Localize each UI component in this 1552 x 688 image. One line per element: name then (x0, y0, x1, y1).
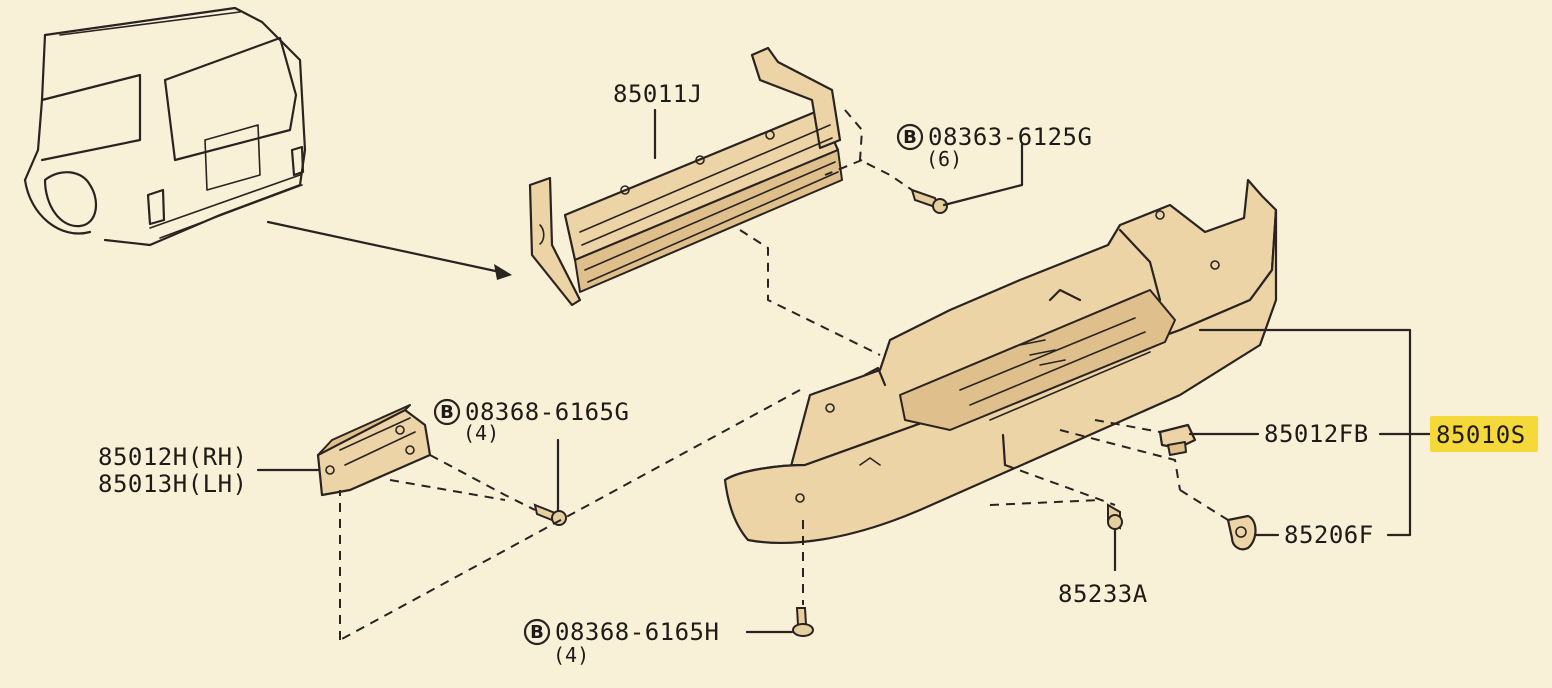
qty-bolt-bottom: (4) (553, 643, 589, 667)
label-85010s: 85010S (1436, 421, 1526, 449)
label-85206f: 85206F (1284, 521, 1374, 549)
bolt-small-85233A (1107, 503, 1123, 572)
rear-bumper-assembly (723, 178, 1278, 544)
vehicle-rear-sketch (23, 6, 307, 247)
bolt-mid (533, 503, 567, 526)
bolt-top (910, 188, 948, 214)
label-85012fb: 85012FB (1264, 420, 1369, 448)
label-85012h-rh: 85012H(RH) (98, 443, 248, 471)
center-step-bracket (528, 46, 843, 307)
label-85013h-lh: 85013H(LH) (98, 470, 248, 498)
callout-85010s-highlighted: 85010S (1430, 416, 1538, 452)
badge-b-icon: B (440, 402, 454, 423)
label-85233a: 85233A (1058, 580, 1148, 608)
label-08368-6165h: 08368-6165H (555, 618, 719, 646)
callout-bolt-mid: B 08368-6165G (4) (433, 398, 629, 445)
pointer-arrow (266, 220, 512, 280)
qty-bolt-mid: (4) (463, 421, 499, 445)
clip-85012FB (1158, 423, 1197, 456)
label-08363-6125g: 08363-6125G (928, 123, 1092, 151)
label-08368-6165g: 08368-6165G (465, 398, 629, 426)
bolt-bottom (792, 607, 814, 637)
callout-bolt-top: B 08363-6125G (6) (896, 123, 1092, 171)
badge-b-icon: B (903, 127, 917, 148)
grommet-85206F (1226, 514, 1257, 551)
leader-lines (256, 108, 1432, 634)
assembly-guides (339, 109, 1229, 641)
qty-bolt-top: (6) (926, 147, 962, 171)
label-85011j: 85011J (613, 80, 703, 108)
side-bracket (316, 404, 432, 497)
callout-bolt-bottom: B 08368-6165H (4) (523, 618, 719, 667)
badge-b-icon: B (530, 622, 544, 643)
